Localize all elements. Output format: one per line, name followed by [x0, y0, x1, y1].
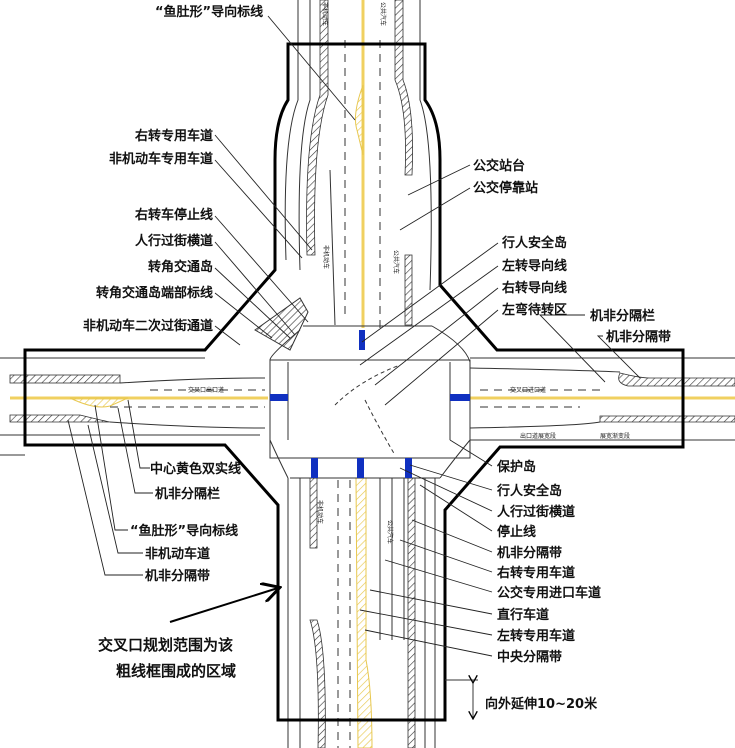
label-left-turn-guide: 左转导向线 — [502, 258, 567, 274]
label-bus-bay: 公交停靠站 — [473, 180, 538, 196]
label-left-turn-lane: 左转专用车道 — [497, 628, 575, 644]
label-stop-line: 停止线 — [497, 524, 536, 540]
label-nonmotor-secondary-crossing: 非机动车二次过街通道 — [83, 318, 213, 334]
south-road: 公共汽车 非机动车 — [287, 477, 436, 748]
label-corner-island-end-marking: 转角交通岛端部标线 — [96, 285, 213, 301]
entry-road-label: 交叉口进口道 — [510, 386, 546, 394]
planning-boundary — [23, 42, 685, 722]
bus-lane-label-north-2: 公共汽车 — [392, 250, 400, 274]
crosswalk-marker-south-2 — [357, 458, 364, 478]
nonmotor-lane-label-south: 非机动车 — [316, 500, 324, 524]
label-corner-island: 转角交通岛 — [148, 259, 213, 275]
label-nonmotor-road: 非机动车道 — [145, 546, 210, 562]
crosswalk-marker-south-1 — [311, 458, 318, 478]
label-pedestrian-island: 行人安全岛 — [501, 235, 567, 251]
label-separation-belt: 机非分隔带 — [606, 329, 671, 345]
label-crosswalk-south: 人行过街横道 — [497, 504, 575, 520]
left-upper-labels: 右转专用车道 非机动车专用车道 右转车停止线 人行过街横道 转角交通岛 转角交通… — [83, 128, 213, 334]
label-extension: 向外延伸10~20米 — [485, 696, 598, 712]
crosswalk-marker-south-3 — [405, 458, 412, 478]
label-fish-belly-west: “鱼肚形”导向标线 — [130, 523, 238, 539]
label-right-turn-lane: 右转专用车道 — [134, 128, 213, 144]
label-right-turn-lane-south: 右转专用车道 — [496, 565, 575, 581]
crosswalk-marker-west — [270, 394, 288, 401]
east-road: 交叉口进口道 出口道展宽段 展宽渐变段 — [469, 357, 735, 441]
nonmotor-lane-label-north-2: 非机动车 — [322, 245, 330, 269]
label-center-double-yellow: 中心黄色双实线 — [150, 461, 241, 477]
label-pedestrian-island-south: 行人安全岛 — [496, 483, 562, 499]
bus-lane-label-north: 公共汽车 — [379, 2, 387, 26]
label-bus-entry-lane: 公交专用进口车道 — [497, 585, 601, 601]
label-separation-belt-south: 机非分隔带 — [497, 545, 562, 561]
label-bus-platform: 公交站台 — [473, 158, 525, 174]
label-protection-island: 保护岛 — [496, 459, 536, 475]
left-lower-labels: 中心黄色双实线 机非分隔栏 “鱼肚形”导向标线 非机动车道 机非分隔带 — [130, 461, 241, 584]
label-separation-fence: 机非分隔栏 — [590, 308, 655, 324]
right-upper-labels: 公交站台 公交停靠站 行人安全岛 左转导向线 右转导向线 左弯待转区 机非分隔栏… — [473, 158, 671, 345]
note-line-1: 交叉口规划范围为该 — [98, 636, 233, 654]
label-nonmotor-lane: 非机动车专用车道 — [109, 151, 213, 167]
label-through-lane: 直行车道 — [497, 607, 549, 623]
label-separation-fence-west: 机非分隔栏 — [155, 486, 220, 502]
note-line-2: 粗线框围成的区域 — [116, 662, 236, 680]
exit-road-label: 交叉口出口道 — [188, 386, 224, 394]
label-right-turn-guide: 右转导向线 — [501, 280, 567, 296]
label-left-turn-waiting-area: 左弯待转区 — [502, 302, 567, 318]
label-separation-belt-west: 机非分隔带 — [145, 568, 210, 584]
label-central-median: 中央分隔带 — [497, 649, 562, 665]
crosswalk-marker-east — [450, 394, 470, 401]
crosswalk-marker-north — [359, 330, 365, 350]
fish-belly-label-top: “鱼肚形”导向标线 — [155, 4, 263, 20]
intersection-core — [254, 297, 471, 479]
north-road: 公共汽车 公共汽车 非机动车 非机动车 — [284, 0, 432, 328]
exit-widening-label: 出口道展宽段 — [520, 432, 556, 440]
bus-lane-label-south: 公共汽车 — [386, 520, 394, 544]
label-crosswalk: 人行过街横道 — [135, 233, 213, 249]
nonmotor-lane-label-north: 非机动车 — [321, 2, 329, 26]
leader-lines — [67, 15, 641, 718]
west-road: 交叉口出口道 — [0, 357, 268, 456]
right-lower-labels: 保护岛 行人安全岛 人行过街横道 停止线 机非分隔带 右转专用车道 公交专用进口… — [496, 459, 601, 665]
widening-transition-label: 展宽渐变段 — [600, 432, 630, 440]
label-right-turn-stop-line: 右转车停止线 — [134, 207, 213, 223]
